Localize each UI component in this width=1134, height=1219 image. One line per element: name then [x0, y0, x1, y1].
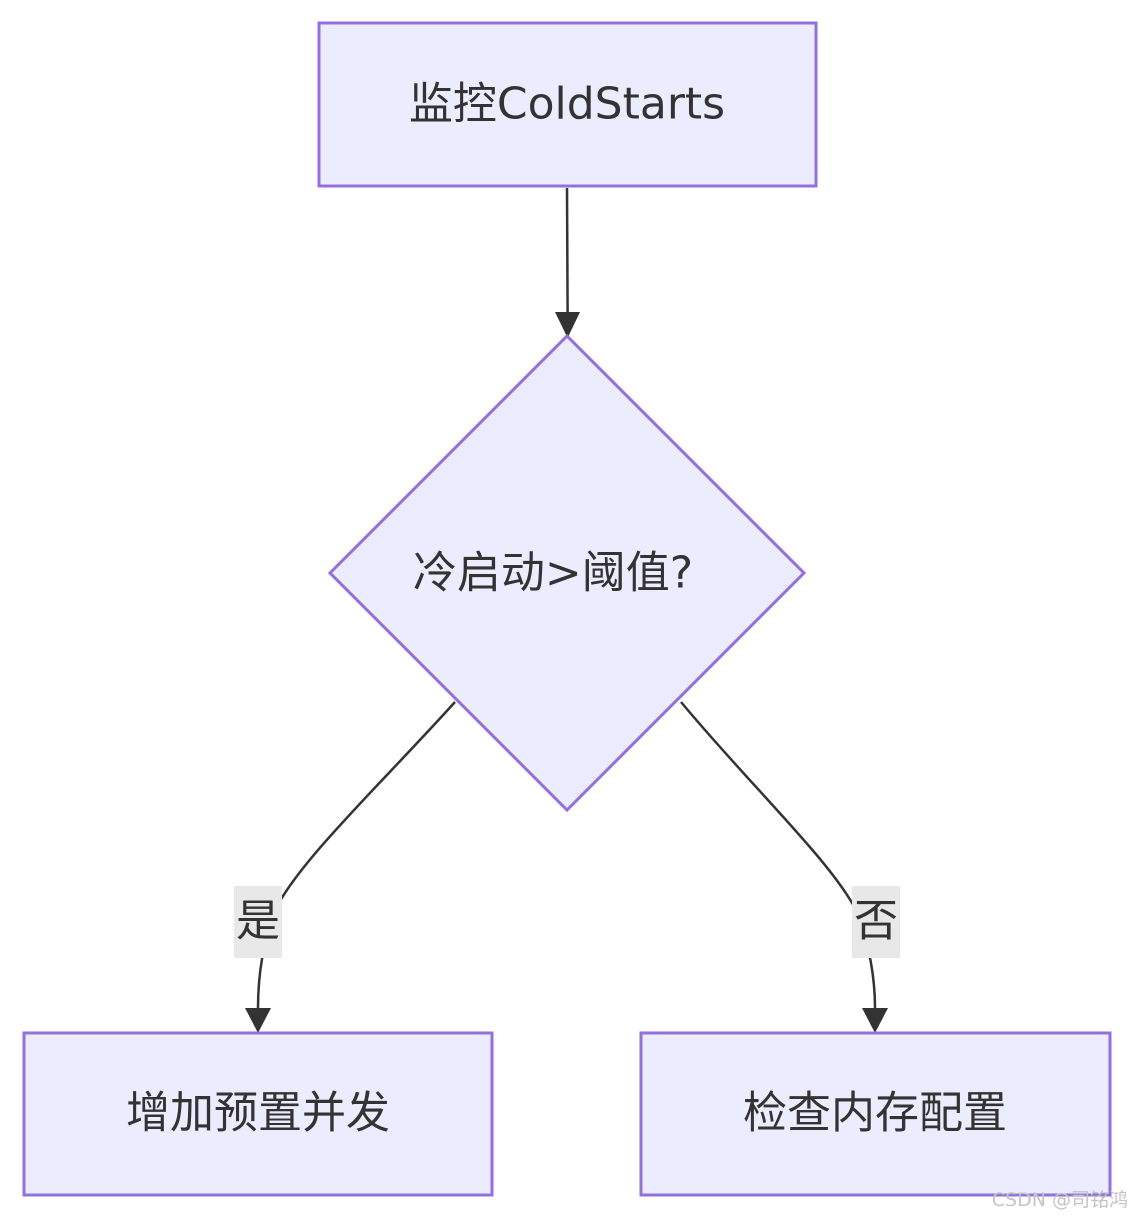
edge-label-no: 否	[852, 886, 900, 958]
node-check-memory: 检查内存配置	[639, 1031, 1112, 1197]
node-monitor: 监控ColdStarts	[317, 21, 818, 188]
edge-label-yes-text: 是	[236, 896, 280, 947]
edge-label-yes: 是	[234, 886, 282, 958]
node-decision-label: 冷启动>阈值?	[413, 548, 693, 599]
edge-yes	[245, 701, 456, 1033]
node-monitor-label: 监控ColdStarts	[409, 79, 725, 130]
node-add-concurrency-label: 增加预置并发	[126, 1088, 390, 1139]
edge-monitor-to-decision	[555, 187, 580, 338]
edge-no	[680, 701, 888, 1033]
arrowhead	[555, 312, 580, 338]
edge-label-no-text: 否	[854, 896, 898, 947]
arrowhead	[245, 1008, 271, 1033]
node-decision: 冷启动>阈值?	[327, 333, 807, 813]
node-check-memory-label: 检查内存配置	[743, 1088, 1007, 1139]
watermark: CSDN @司铭鸿	[992, 1189, 1128, 1211]
node-add-concurrency: 增加预置并发	[22, 1031, 494, 1197]
arrowhead	[862, 1008, 888, 1033]
